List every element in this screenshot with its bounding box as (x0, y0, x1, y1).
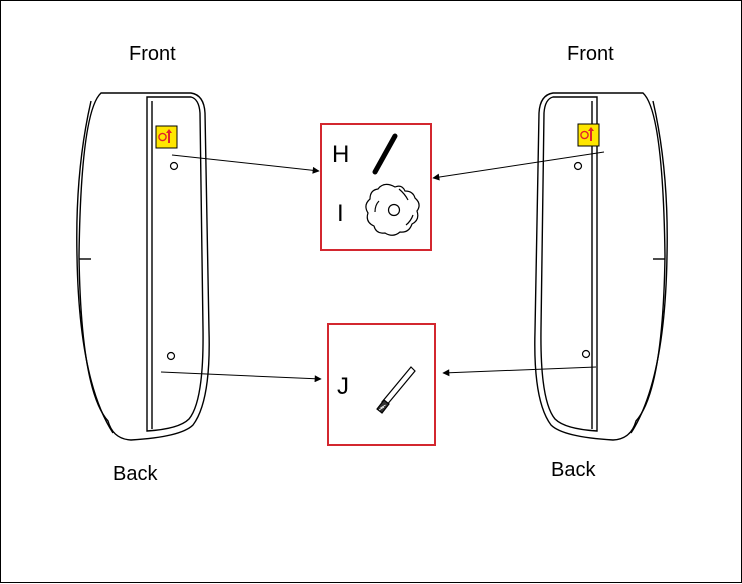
leader-right-upper (432, 151, 605, 181)
left-guard-panel (76, 92, 210, 441)
front-label-left: Front (129, 43, 176, 65)
leader-right-lower (442, 366, 597, 377)
right-upper-hole (573, 161, 583, 171)
left-warning-label-icon (155, 125, 178, 149)
front-label-right: Front (567, 43, 614, 65)
back-label-left: Back (113, 463, 158, 485)
left-lower-hole (166, 351, 176, 361)
callout-box-j (327, 323, 436, 446)
right-lower-hole (581, 349, 591, 359)
right-warning-label-icon (577, 123, 600, 147)
left-upper-hole (169, 161, 179, 171)
threaded-pin-icon (376, 366, 416, 414)
right-guard-panel (534, 92, 668, 441)
part-letter-j: J (337, 373, 349, 400)
leader-lines (160, 151, 605, 383)
part-letter-h: H (332, 141, 350, 168)
leader-left-upper (171, 154, 320, 174)
part-letter-i: I (337, 200, 344, 227)
callout-box-h-i (320, 123, 432, 251)
rod-icon (372, 133, 398, 175)
star-knob-icon (365, 183, 420, 236)
back-label-right: Back (551, 459, 596, 481)
leader-left-lower (160, 371, 322, 383)
